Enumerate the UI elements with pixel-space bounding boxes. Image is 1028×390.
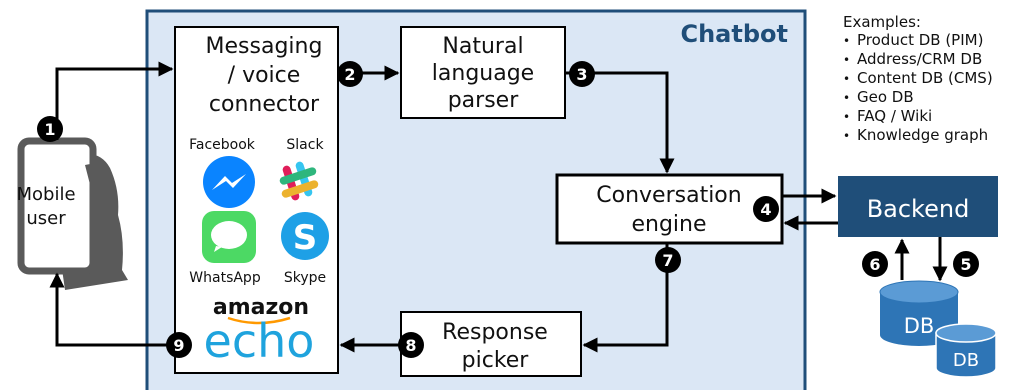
slack-label: Slack xyxy=(286,137,324,153)
skype-label: Skype xyxy=(284,270,326,286)
svg-text:8: 8 xyxy=(405,336,416,355)
example-item: Product DB (PIM) xyxy=(843,31,993,50)
mobile-user-label-line2: user xyxy=(26,208,66,229)
engine-line1: Conversation xyxy=(596,183,741,208)
picker-line1: Response xyxy=(442,320,548,345)
example-item: Address/CRM DB xyxy=(843,50,993,69)
svg-text:6: 6 xyxy=(869,255,880,274)
svg-text:echo: echo xyxy=(204,314,315,368)
step-badge-6: 6 xyxy=(862,251,888,277)
step-badge-3: 3 xyxy=(569,61,595,87)
svg-text:9: 9 xyxy=(173,336,184,355)
examples-heading: Examples: xyxy=(843,13,921,31)
examples-list: Examples: Product DB (PIM) Address/CRM D… xyxy=(843,13,993,145)
backend-box xyxy=(838,176,998,237)
parser-line3: parser xyxy=(448,88,519,113)
mobile-user-icon xyxy=(17,137,128,290)
svg-text:2: 2 xyxy=(344,65,355,84)
facebook-label: Facebook xyxy=(189,137,256,153)
step-badge-8: 8 xyxy=(398,332,424,358)
nlp-parser-box xyxy=(400,26,566,119)
svg-text:4: 4 xyxy=(760,200,771,219)
svg-text:7: 7 xyxy=(662,251,673,270)
parser-line2: language xyxy=(432,61,534,86)
arrow-engine-to-picker xyxy=(582,243,669,353)
svg-text:DB: DB xyxy=(904,314,935,338)
arrow-user-to-connector xyxy=(55,61,174,140)
messaging-connector-box xyxy=(174,26,339,374)
arrow-parser-to-engine xyxy=(565,71,675,174)
example-item: Geo DB xyxy=(843,88,993,107)
connector-line1: Messaging xyxy=(206,34,323,59)
chatbot-title: Chatbot xyxy=(680,20,788,48)
slack-icon xyxy=(279,161,319,201)
example-item: Content DB (CMS) xyxy=(843,69,993,88)
db-secondary: DB xyxy=(935,323,997,378)
conversation-engine-box xyxy=(555,173,784,245)
messenger-icon xyxy=(203,156,255,208)
amazon-echo-logo: amazon echo xyxy=(204,295,315,368)
svg-text:1: 1 xyxy=(44,120,55,139)
whatsapp-icon xyxy=(202,211,256,263)
svg-text:amazon: amazon xyxy=(213,295,309,320)
step-badge-2: 2 xyxy=(337,61,363,87)
step-badge-1: 1 xyxy=(37,116,63,142)
step-badge-9: 9 xyxy=(166,332,192,358)
example-item: Knowledge graph xyxy=(843,126,993,145)
svg-text:5: 5 xyxy=(960,255,971,274)
svg-text:S: S xyxy=(293,218,318,258)
backend-label: Backend xyxy=(867,195,970,223)
connector-line2: / voice xyxy=(228,63,301,88)
arrow-connector-to-user xyxy=(49,272,175,347)
example-item: FAQ / Wiki xyxy=(843,107,993,126)
picker-line2: picker xyxy=(462,348,530,373)
db-primary: DB xyxy=(879,280,959,346)
parser-line1: Natural xyxy=(442,34,523,59)
mobile-user-label-line1: Mobile xyxy=(16,184,75,205)
whatsapp-label: WhatsApp xyxy=(189,270,261,286)
step-badge-4: 4 xyxy=(753,196,779,222)
engine-line2: engine xyxy=(631,212,706,237)
connector-line3: connector xyxy=(209,92,320,117)
step-badge-5: 5 xyxy=(953,251,979,277)
svg-text:3: 3 xyxy=(576,65,587,84)
skype-icon: S xyxy=(281,212,329,260)
step-badge-7: 7 xyxy=(655,247,681,273)
svg-text:DB: DB xyxy=(953,350,979,371)
